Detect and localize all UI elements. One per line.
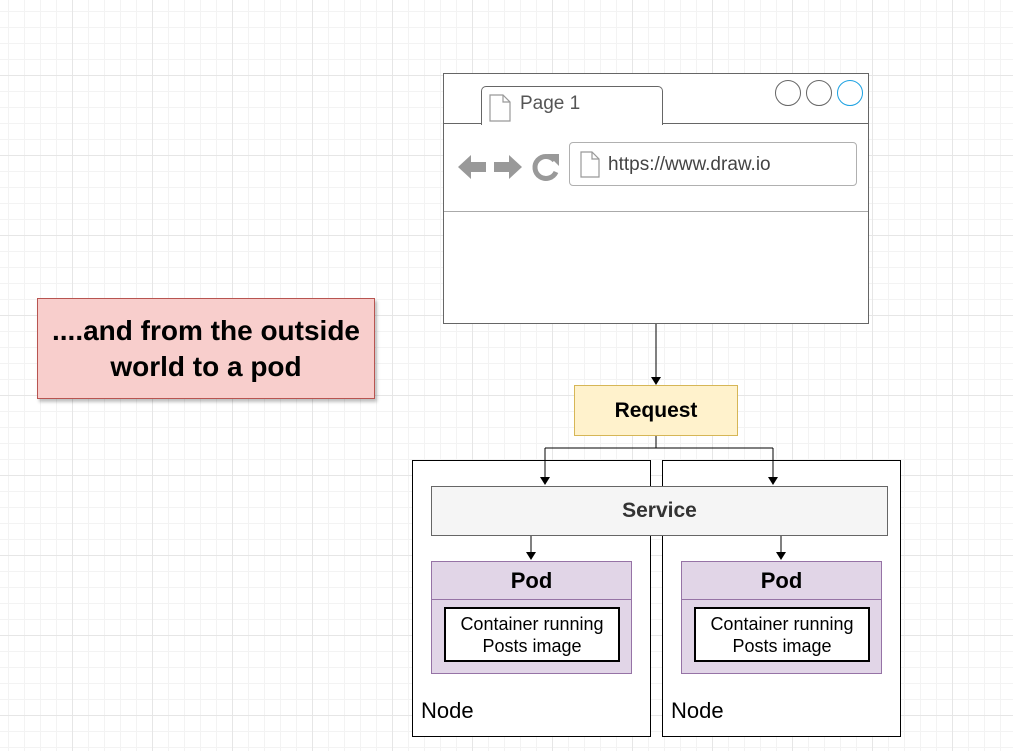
container-box: Container running Posts image <box>444 607 620 662</box>
arrowhead-icon <box>651 377 661 385</box>
request-label: Request <box>614 398 698 422</box>
service-label: Service <box>622 499 697 522</box>
forward-arrow-icon[interactable] <box>493 152 523 182</box>
container-text-line-2: Posts image <box>732 635 832 656</box>
arrowhead-icon <box>540 477 550 485</box>
title-line-1: ....and from the outside <box>51 314 360 346</box>
window-minimize-button[interactable] <box>775 80 801 106</box>
title-callout: ....and from the outside world to a pod <box>37 298 375 399</box>
document-icon <box>580 151 600 178</box>
container-text-line-1: Container running <box>460 613 604 634</box>
toolbar-divider <box>444 211 868 212</box>
tab-label: Page 1 <box>520 93 581 114</box>
browser-window: Page 1 https://www.draw.io <box>443 73 869 324</box>
address-bar[interactable] <box>569 142 857 186</box>
container-text-line-2: Posts image <box>482 635 582 656</box>
arrowhead-icon <box>776 552 786 560</box>
refresh-icon[interactable] <box>531 151 561 183</box>
browser-tab[interactable] <box>481 86 663 125</box>
service-box: Service <box>431 486 888 536</box>
pod-label: Pod <box>432 562 631 600</box>
title-line-2: world to a pod <box>110 350 302 382</box>
request-box: Request <box>574 385 738 436</box>
arrowhead-icon <box>526 552 536 560</box>
container-box: Container running Posts image <box>694 607 870 662</box>
node-label: Node <box>671 698 724 723</box>
back-arrow-icon[interactable] <box>457 152 487 182</box>
window-close-button[interactable] <box>837 80 863 106</box>
arrowhead-icon <box>768 477 778 485</box>
document-icon <box>489 94 511 122</box>
request-to-service-connector <box>544 436 774 477</box>
window-maximize-button[interactable] <box>806 80 832 106</box>
pod-label: Pod <box>682 562 881 600</box>
pod-box: Pod Container running Posts image <box>681 561 882 674</box>
pod-box: Pod Container running Posts image <box>431 561 632 674</box>
node-label: Node <box>421 698 474 723</box>
url-text: https://www.draw.io <box>608 154 771 175</box>
container-text-line-1: Container running <box>710 613 854 634</box>
